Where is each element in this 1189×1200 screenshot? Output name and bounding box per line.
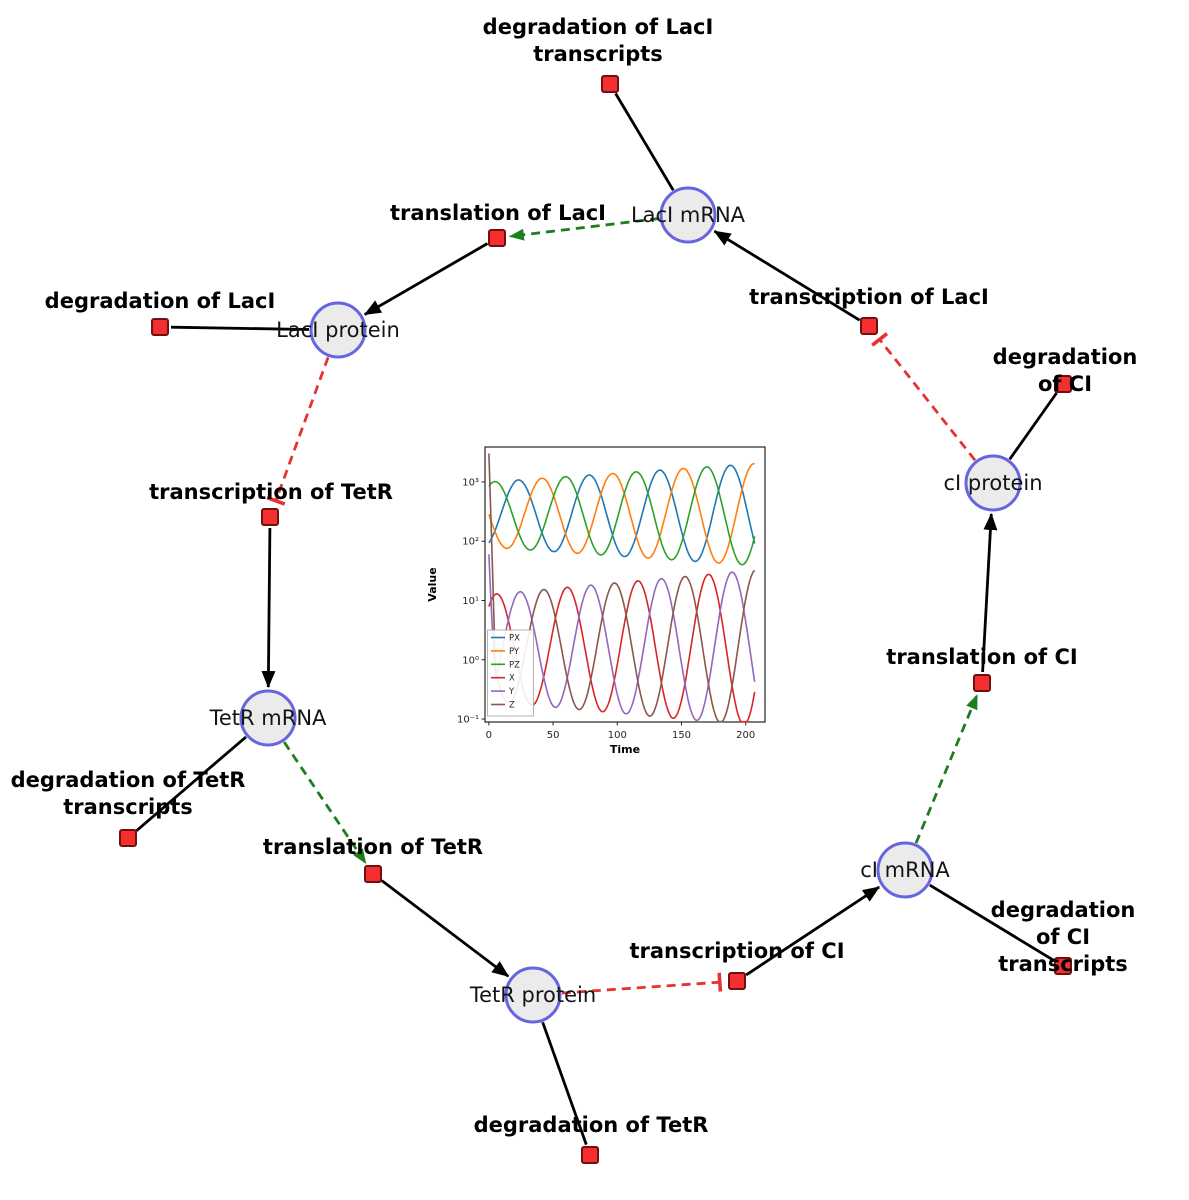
label-tln_ci: translation of CI [886,645,1078,669]
reaction-node-txn_ci [728,972,746,990]
label-laci_mrna: LacI mRNA [630,203,746,227]
series-line-Y [488,554,756,722]
x-tick-label: 50 [547,730,560,741]
y-tick-label: 10⁰ [462,655,479,666]
label-ci_mrna: cI mRNA [860,858,950,882]
edge-modifier-ci_mrna-tln_ci [914,694,979,844]
series-line-PX [488,464,756,563]
edge-produce-tln_laci-laci_protein [363,242,489,316]
y-tick-label: 10⁻¹ [457,715,479,726]
legend-entry-PY: PY [509,647,520,657]
edge-line-ci_protein-deg_ci [1008,392,1058,461]
species-node-ci_protein [964,454,1022,512]
edge-inhibit-ci_protein-txn_laci [871,332,977,462]
series-line-Z [488,453,756,723]
edge-line-laci_mrna-deg_laci_tx [614,92,675,191]
species-node-tetr_mrna [239,689,297,747]
edge-line-laci_protein-deg_laci [170,325,310,331]
x-tick-label: 200 [736,730,755,741]
edge-modifier-laci_mrna-tln_laci [508,217,660,241]
edge-produce-txn_ci-ci_mrna [745,885,880,977]
chart-legend [487,629,534,717]
x-tick-label: 100 [608,730,627,741]
edge-produce-txn_laci-laci_mrna [713,230,861,322]
species-node-laci_protein [309,301,367,359]
edge-inhibit-tetr_protein-txn_ci [561,972,723,995]
reaction-node-tln_laci [488,229,506,247]
species-node-ci_mrna [876,841,934,899]
label-txn_laci: transcription of LacI [749,285,989,309]
legend-entry-Z: Z [509,701,515,711]
label-tln_tetr: translation of TetR [262,835,484,859]
chart-x-axis-label: Time [610,743,640,756]
label-deg_ci: degradation of CI [992,345,1138,396]
reaction-node-deg_ci_tx [1054,957,1072,975]
label-deg_laci: degradation of LacI [44,289,276,313]
reaction-node-deg_tetr [581,1146,599,1164]
label-tetr_protein: TetR protein [469,983,597,1007]
reaction-node-deg_tetr_tx [119,829,137,847]
legend-entry-X: X [509,674,515,684]
series-line-PZ [488,466,756,566]
reaction-node-txn_laci [860,317,878,335]
label-deg_tetr: degradation of TetR [473,1113,709,1137]
species-node-laci_mrna [659,186,717,244]
label-laci_protein: LacI protein [276,318,400,342]
edge-produce-tln_ci-ci_protein [981,513,998,673]
chart-y-axis-label: Value [426,567,439,601]
reaction-node-txn_tetr [261,508,279,526]
reaction-node-deg_laci_tx [601,75,619,93]
reaction-node-tln_ci [973,674,991,692]
y-tick-label: 10¹ [462,596,479,607]
legend-entry-Y: Y [508,687,515,697]
label-deg_ci_tx: degradation of CI transcripts [990,898,1136,976]
edge-produce-txn_tetr-tetr_mrna [261,527,276,688]
edge-line-tetr_protein-deg_tetr [541,1021,588,1146]
label-tetr_mrna: TetR mRNA [209,706,327,730]
legend-entry-PZ: PZ [509,660,520,670]
label-deg_laci_tx: degradation of LacI transcripts [482,15,714,66]
edge-line-ci_mrna-deg_ci_tx [929,883,1055,962]
edge-inhibit-laci_protein-txn_tetr [266,356,330,506]
y-tick-label: 10² [462,537,479,548]
legend-entry-PX: PX [509,634,520,644]
label-txn_tetr: transcription of TetR [149,480,393,504]
series-line-PY [488,462,755,564]
label-ci_protein: cI protein [943,471,1043,495]
edge-modifier-tetr_mrna-tln_tetr [283,741,367,865]
species-node-tetr_protein [504,966,562,1024]
x-tick-label: 0 [486,730,492,741]
reaction-node-deg_laci [151,318,169,336]
label-deg_tetr_tx: degradation of TetR transcripts [10,768,246,819]
label-tln_laci: translation of LacI [390,201,606,225]
reaction-node-deg_ci [1054,375,1072,393]
y-tick-label: 10³ [462,477,479,488]
edge-line-tetr_mrna-deg_tetr_tx [135,735,247,832]
reaction-node-tln_tetr [364,865,382,883]
edge-produce-tln_tetr-tetr_protein [380,879,510,978]
x-tick-label: 150 [672,730,691,741]
label-txn_ci: transcription of CI [629,939,845,963]
